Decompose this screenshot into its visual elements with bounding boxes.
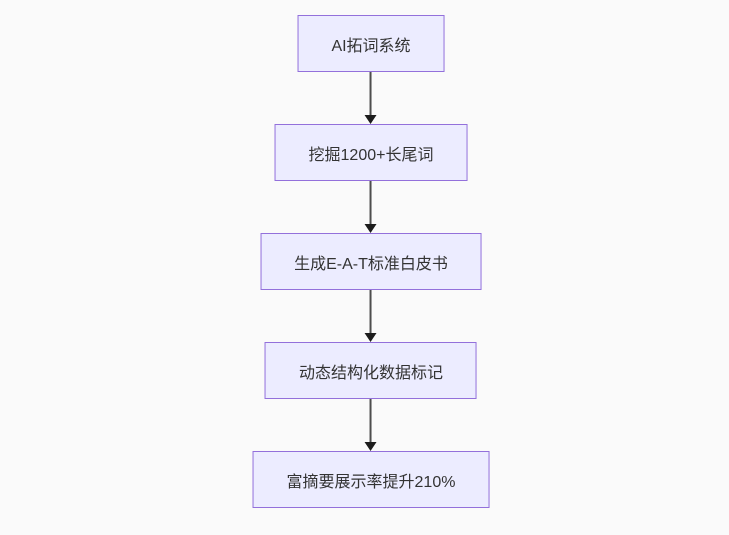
flow-node-eat-whitepaper: 生成E-A-T标准白皮书 (260, 233, 482, 290)
flow-node-structured-data-markup: 动态结构化数据标记 (264, 342, 477, 399)
arrowhead-icon (365, 333, 377, 342)
arrow-line (370, 181, 372, 225)
arrowhead-icon (365, 115, 377, 124)
down-arrow-icon (365, 399, 377, 451)
down-arrow-icon (365, 290, 377, 342)
down-arrow-icon (365, 72, 377, 124)
down-arrow-icon (365, 181, 377, 233)
flowchart: AI拓词系统 挖掘1200+长尾词 生成E-A-T标准白皮书 动态结构化数据标记… (252, 15, 490, 508)
arrow-line (370, 399, 372, 443)
arrow-line (370, 72, 372, 116)
flow-node-longtail-keywords: 挖掘1200+长尾词 (274, 124, 468, 181)
arrow-line (370, 290, 372, 334)
flow-node-rich-snippet-rate: 富摘要展示率提升210% (252, 451, 490, 508)
arrowhead-icon (365, 224, 377, 233)
flow-node-ai-keyword-system: AI拓词系统 (297, 15, 445, 72)
arrowhead-icon (365, 442, 377, 451)
